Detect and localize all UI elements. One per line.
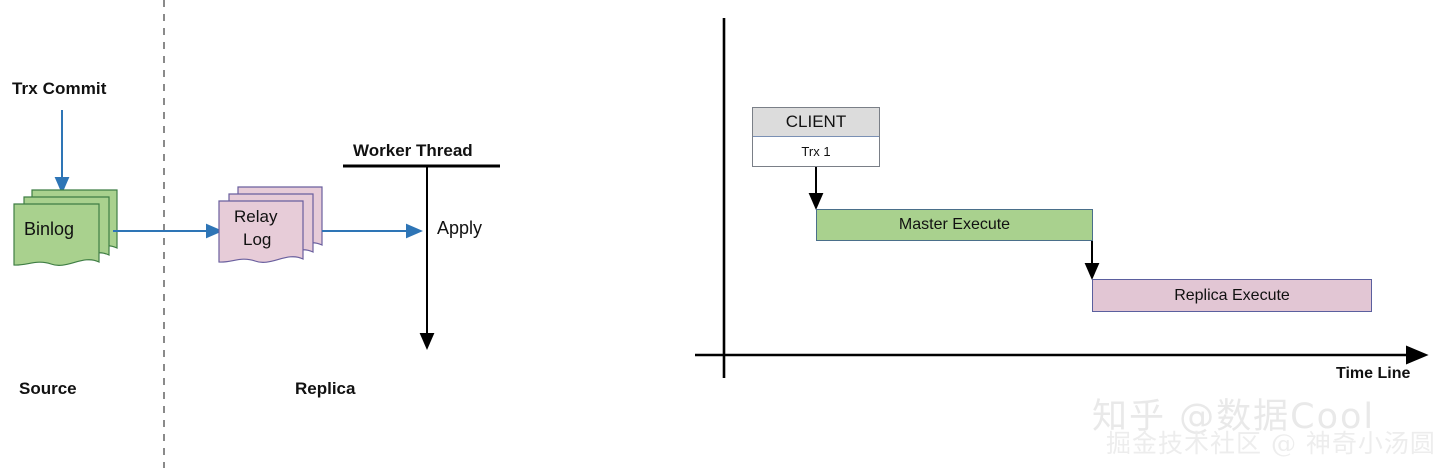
label-time-line: Time Line [1336,365,1411,382]
client-card: CLIENT Trx 1 [752,107,880,167]
label-apply: Apply [437,218,483,238]
relay-log-stack [218,186,323,263]
label-replica: Replica [295,379,356,398]
label-worker-thread: Worker Thread [353,141,473,160]
label-trx-commit: Trx Commit [12,79,107,98]
client-card-row: Trx 1 [801,144,831,159]
binlog-stack [13,189,118,266]
label-binlog: Binlog [24,219,75,239]
watermark-secondary: 掘金技术社区 @ 神奇小汤圆 [1106,429,1436,458]
label-relay-log-line1: Relay [234,207,278,226]
label-relay-log-line2: Log [243,230,272,249]
label-source: Source [19,379,77,398]
bar-replica-execute: Replica Execute [1092,279,1372,312]
bar-master-execute: Master Execute [816,209,1093,241]
client-card-header: CLIENT [753,108,879,137]
watermark-primary: 知乎 @数据Cool [1092,397,1376,437]
